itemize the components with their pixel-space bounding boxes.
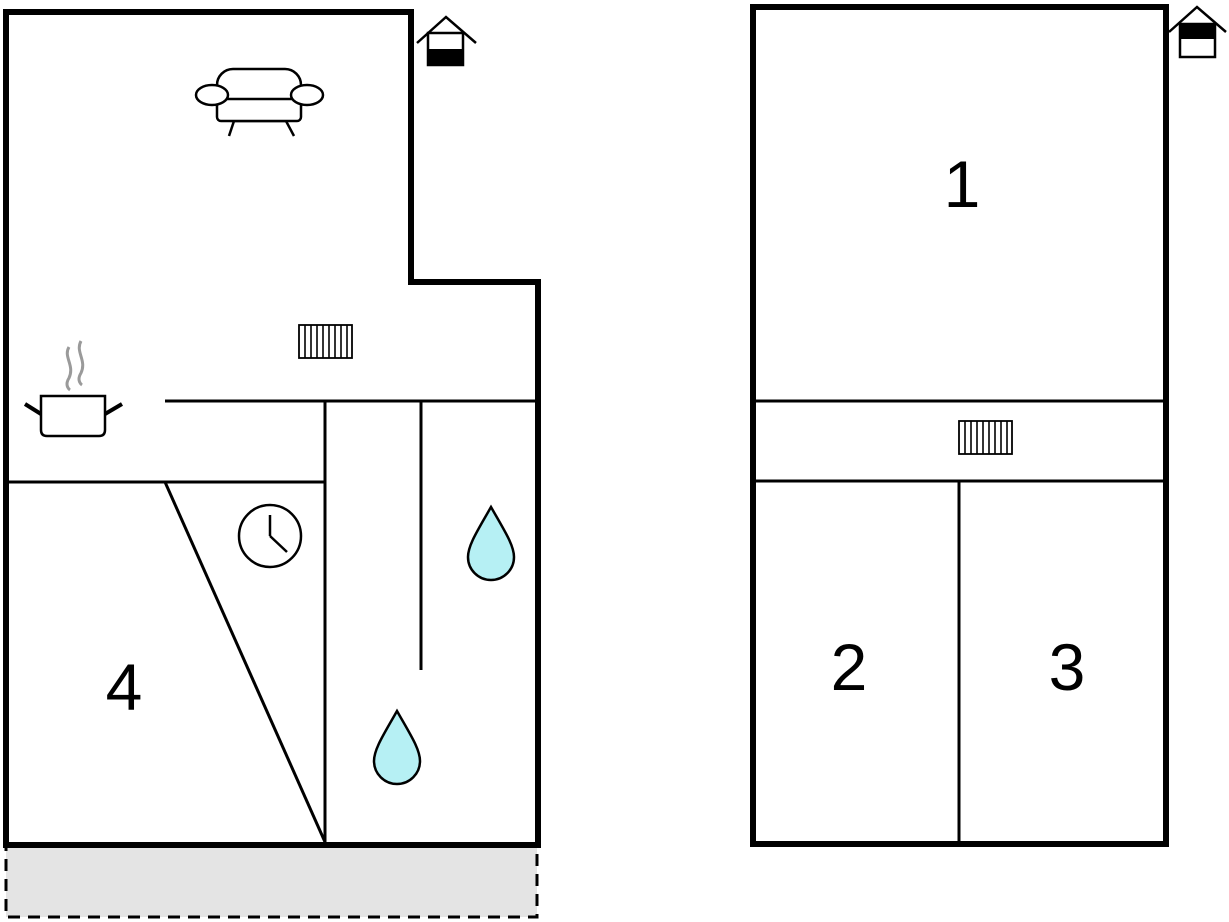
room-number-2: 2 bbox=[831, 630, 868, 704]
clock-icon bbox=[237, 503, 303, 569]
cooking-pot-icon bbox=[23, 340, 124, 438]
ground-floor: 4 bbox=[3, 9, 541, 919]
house-entrance-icon[interactable] bbox=[1168, 5, 1227, 59]
radiator-icon bbox=[958, 420, 1013, 455]
ground-floor-outer-wall bbox=[3, 9, 541, 848]
house-entrance-icon[interactable] bbox=[416, 15, 477, 67]
water-drop-icon bbox=[372, 708, 422, 786]
water-drop-icon bbox=[466, 504, 516, 582]
room-number-1: 1 bbox=[944, 147, 981, 221]
radiator-icon bbox=[298, 324, 353, 359]
room-number-4: 4 bbox=[106, 650, 143, 724]
room-number-3: 3 bbox=[1049, 630, 1086, 704]
upper-floor: 1 2 3 bbox=[750, 4, 1227, 847]
terrace bbox=[4, 843, 539, 919]
diagonal-wall bbox=[163, 481, 327, 843]
sofa-icon bbox=[194, 67, 325, 137]
